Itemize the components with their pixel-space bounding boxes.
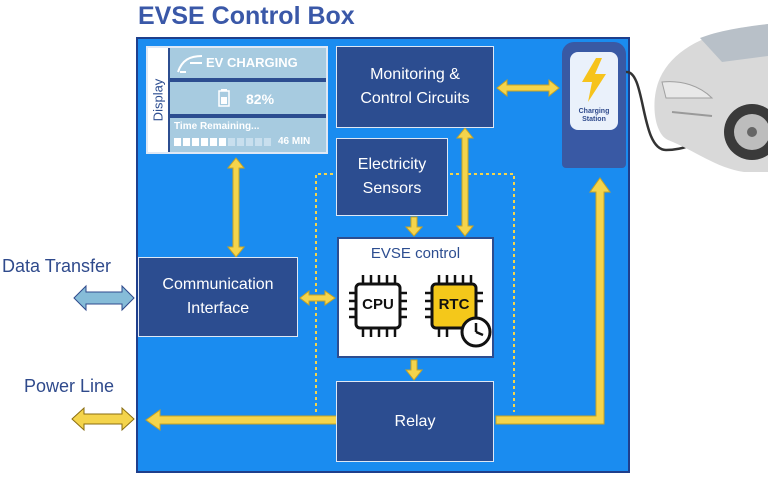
arrow-sensors-control	[404, 216, 424, 237]
battery-icon	[218, 89, 230, 107]
relay-block: Relay	[336, 381, 494, 462]
progress-segment	[174, 138, 181, 146]
power-line-label: Power Line	[24, 376, 115, 396]
arrow-monitoring-station	[496, 78, 560, 98]
progress-segment	[192, 138, 199, 146]
progress-segment	[237, 138, 244, 146]
progress-segment	[210, 138, 217, 146]
lcd-status-text: EV CHARGING	[206, 55, 298, 70]
clock-icon	[460, 316, 492, 348]
monitoring-control-block: Monitoring &Control Circuits	[336, 46, 494, 128]
arrow-power-line	[71, 406, 135, 432]
evse-control-label: EVSE control	[370, 245, 461, 262]
progress-segment	[228, 138, 235, 146]
arrow-comm-control	[299, 289, 336, 307]
arrow-data-transfer	[73, 284, 135, 312]
progress-segment	[219, 138, 226, 146]
battery-percent: 82%	[246, 91, 275, 107]
cpu-chip-icon	[349, 275, 407, 337]
plug-icon	[177, 55, 203, 73]
cpu-label: CPU	[362, 296, 394, 313]
time-remaining-value: 46 MIN	[278, 136, 311, 147]
arrow-relay-station	[495, 177, 611, 425]
lcd-time-row: Time Remaining... 46 MIN	[170, 118, 326, 152]
evse-control-block: EVSE control CPU RTC	[337, 237, 494, 358]
charge-progress-bar	[174, 138, 274, 146]
arrow-monitoring-control	[455, 127, 475, 237]
rtc-chip-icon	[425, 275, 483, 337]
diagram-title: EVSE Control Box	[138, 2, 355, 30]
display-side-label: Display	[148, 48, 168, 152]
progress-segment	[255, 138, 262, 146]
progress-segment	[264, 138, 271, 146]
progress-segment	[246, 138, 253, 146]
rtc-label: RTC	[438, 296, 470, 313]
time-remaining-label: Time Remaining...	[174, 121, 260, 132]
arrow-relay-left	[145, 409, 338, 431]
lightning-icon	[582, 58, 606, 102]
arrow-control-relay	[404, 359, 424, 381]
lcd-status-row: EV CHARGING	[170, 48, 326, 78]
progress-segment	[201, 138, 208, 146]
progress-segment	[183, 138, 190, 146]
data-transfer-label: Data Transfer	[2, 256, 112, 276]
lcd-battery-row: 82%	[170, 82, 326, 114]
